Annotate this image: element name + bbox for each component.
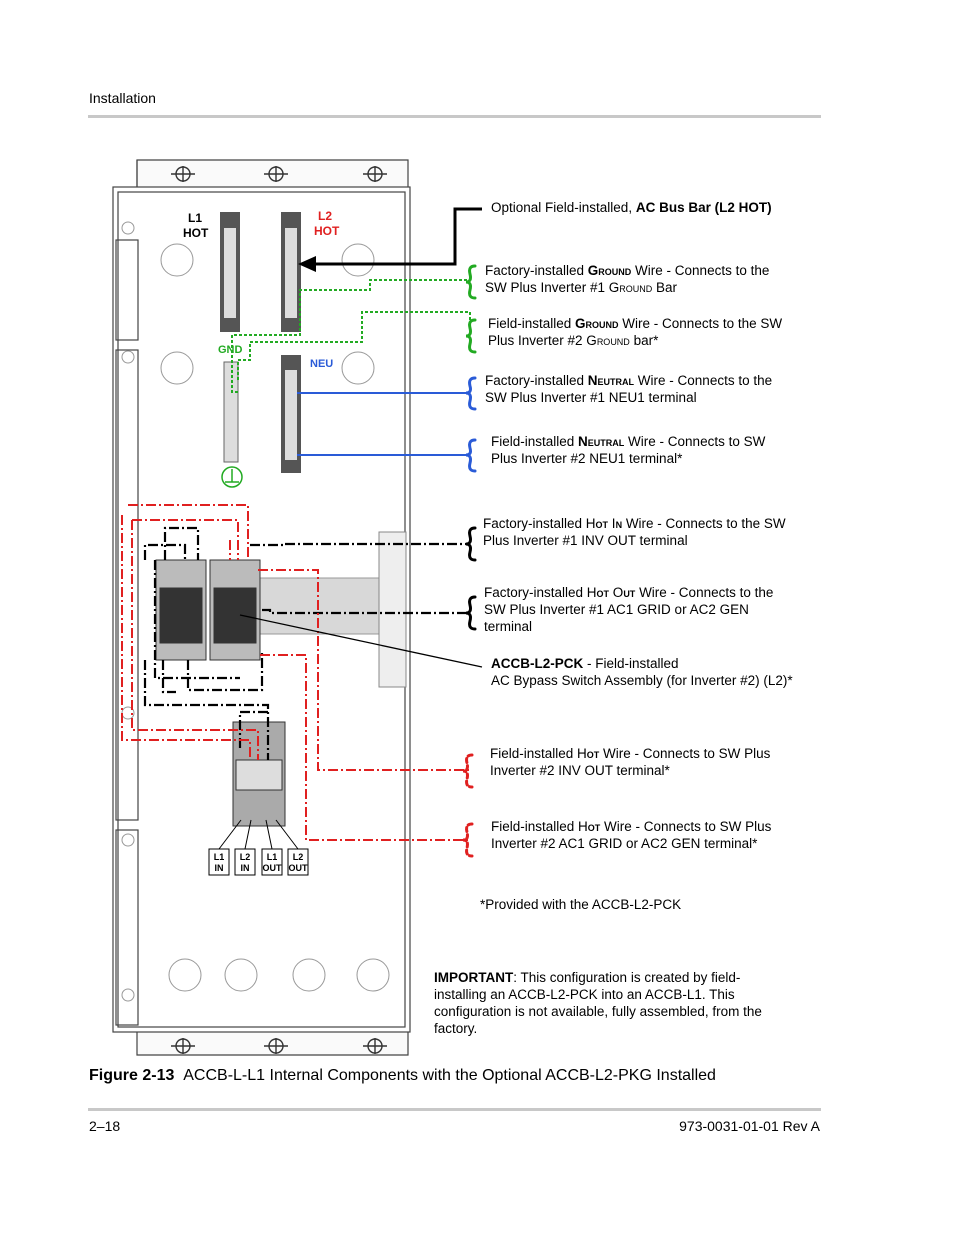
ground-symbol-icon: [221, 466, 243, 488]
figure-title: ACCB-L-L1 Internal Components with the O…: [183, 1067, 716, 1084]
callout-hot-2-inv: Field-installed Hot Wire - Connects to S…: [490, 746, 771, 778]
knockout-icons: [121, 221, 390, 1002]
header-rule: [88, 115, 821, 118]
callout-neutral-2: Field-installed Neutral Wire - Connects …: [491, 434, 766, 466]
figure-caption: Figure 2-13 ACCB-L-L1 Internal Component…: [89, 1067, 716, 1085]
screw-icons: [171, 166, 387, 1054]
screw-icon: [363, 166, 387, 182]
important-note: IMPORTANT: This configuration is created…: [434, 970, 762, 1036]
footer-rule: [88, 1108, 821, 1111]
screw-icon: [171, 166, 195, 182]
neutral-wires: [297, 392, 470, 456]
screw-icon: [264, 1038, 288, 1054]
svg-text:IN: IN: [241, 863, 250, 873]
document-number: 973-0031-01-01 Rev A: [679, 1118, 820, 1134]
callout-braces: [462, 264, 477, 858]
page-number: 2–18: [89, 1118, 121, 1134]
label-l2-hot: HOT: [314, 224, 340, 238]
hot-wires-red: [121, 504, 470, 841]
callout-ground-1: Factory-installed Ground Wire - Connects…: [485, 263, 770, 295]
breaker-tags: [208, 848, 309, 876]
label-neu: NEU: [310, 358, 333, 370]
callout-ground-2: Field-installed Ground Wire - Connects t…: [488, 316, 783, 348]
tag-l1-out: L1: [267, 852, 278, 862]
callout-pck: ACCB-L2-PCK - Field-installed AC Bypass …: [491, 656, 793, 688]
screw-icon: [363, 1038, 387, 1054]
provided-note: *Provided with the ACCB-L2-PCK: [480, 897, 682, 912]
screw-icon: [264, 166, 288, 182]
callout-hot-2-grid: Field-installed Hot Wire - Connects to S…: [491, 819, 772, 851]
tag-l1-in: L1: [214, 852, 225, 862]
figure-number: Figure 2-13: [89, 1067, 175, 1084]
label-l2: L2: [318, 209, 332, 223]
svg-text:OUT: OUT: [263, 863, 283, 873]
tag-l2-out: L2: [293, 852, 304, 862]
svg-text:IN: IN: [215, 863, 224, 873]
running-header: Installation: [89, 90, 156, 106]
callout-neutral-1: Factory-installed Neutral Wire - Connect…: [485, 373, 773, 405]
pck-pointer: [239, 614, 483, 668]
tag-l2-in: L2: [240, 852, 251, 862]
callout-hot-out-1: Factory-installed Hot Out Wire - Connect…: [484, 585, 774, 634]
label-l1: L1: [188, 211, 202, 225]
svg-text:OUT: OUT: [289, 863, 309, 873]
label-gnd: GND: [218, 344, 243, 356]
busbar-arrow: [310, 207, 482, 266]
callout-hot-in-1: Factory-installed Hot In Wire - Connects…: [483, 516, 786, 548]
ground-wires: [231, 279, 471, 393]
label-l1-hot: HOT: [183, 226, 209, 240]
hot-wires-black: [143, 526, 470, 760]
screw-icon: [171, 1038, 195, 1054]
callout-busbar: Optional Field-installed, AC Bus Bar (L2…: [491, 200, 772, 215]
